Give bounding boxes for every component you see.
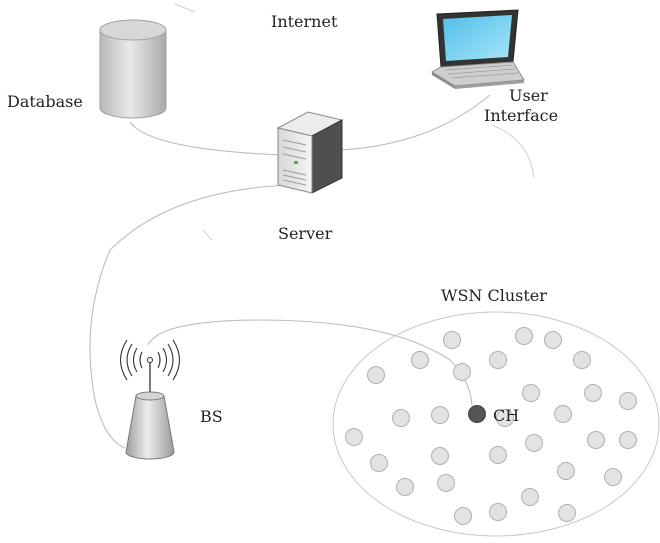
db-to-server-link <box>129 121 286 156</box>
laptop-icon <box>431 9 525 89</box>
sensor-node <box>431 447 449 465</box>
cluster-head-node <box>468 405 486 423</box>
sensor-node <box>525 434 543 452</box>
sensor-node <box>515 327 533 345</box>
sensor-node <box>557 462 575 480</box>
sensor-node <box>437 474 455 492</box>
sensor-node <box>489 446 507 464</box>
server-icon <box>276 111 344 194</box>
bs-label: BS <box>200 407 223 426</box>
sensor-node <box>619 392 637 410</box>
sensor-node <box>573 351 591 369</box>
sensor-node <box>558 504 576 522</box>
sensor-node <box>619 431 637 449</box>
database-icon <box>99 19 167 119</box>
sensor-nodes <box>345 327 637 525</box>
sensor-node <box>584 384 602 402</box>
internet-label: Internet <box>271 12 338 31</box>
internet-cloud-arcs <box>174 3 535 241</box>
sensor-node <box>454 507 472 525</box>
sensor-node <box>604 468 622 486</box>
sensor-node <box>522 384 540 402</box>
sensor-node <box>453 363 471 381</box>
sensor-node <box>396 478 414 496</box>
server-to-bs-link <box>89 184 291 449</box>
sensor-node <box>521 488 539 506</box>
server-to-ui-link <box>339 94 491 151</box>
wsn-cluster-label: WSN Cluster <box>441 286 547 305</box>
server-label: Server <box>278 224 333 243</box>
sensor-node <box>431 406 449 424</box>
sensor-node <box>489 351 507 369</box>
user-interface-label-line1: User <box>509 86 548 105</box>
user-interface-label-line2: Interface <box>484 106 559 125</box>
base-station-icon <box>119 339 181 460</box>
sensor-node <box>554 405 572 423</box>
sensor-node <box>443 331 461 349</box>
sensor-node <box>587 431 605 449</box>
ch-label: CH <box>493 406 520 425</box>
sensor-node <box>411 351 429 369</box>
sensor-node <box>392 409 410 427</box>
sensor-node <box>367 366 385 384</box>
sensor-node <box>544 331 562 349</box>
database-label: Database <box>7 92 83 111</box>
wsn-cluster-boundary <box>332 311 660 537</box>
sensor-node <box>370 454 388 472</box>
sensor-node <box>496 409 514 427</box>
sensor-node <box>345 428 363 446</box>
sensor-node <box>489 503 507 521</box>
